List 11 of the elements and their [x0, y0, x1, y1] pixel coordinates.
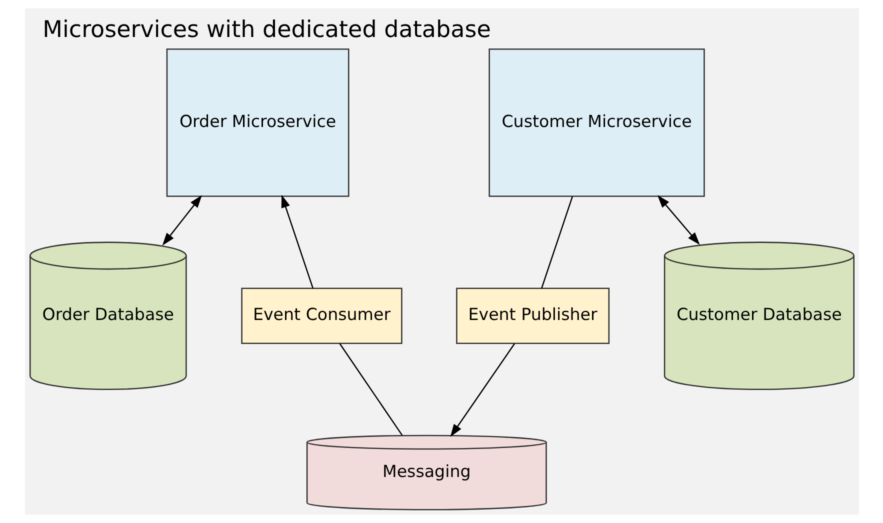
connector — [338, 343, 402, 436]
arrow — [162, 195, 202, 246]
arrow — [450, 343, 515, 437]
arrow — [280, 194, 314, 288]
diagram-title: Microservices with dedicated database — [42, 16, 490, 43]
connector — [540, 196, 573, 288]
node-box: Customer Microservice — [488, 48, 704, 197]
node-box: Order Microservice — [166, 48, 349, 197]
node-box: Event Consumer — [240, 288, 402, 344]
arrow — [656, 195, 700, 245]
node-box: Event Publisher — [456, 288, 610, 344]
